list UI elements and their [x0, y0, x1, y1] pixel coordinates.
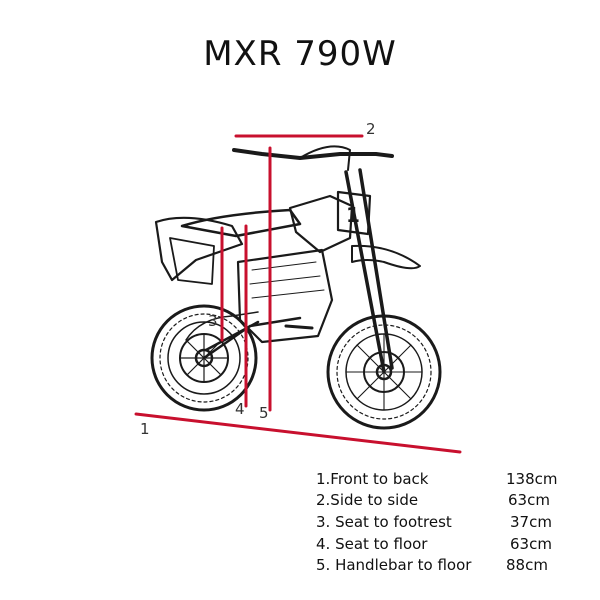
front-number-plate	[336, 190, 372, 236]
spec-row-seat-to-footrest: 3. Seat to footrest 37cm	[316, 513, 576, 535]
handlebars	[232, 148, 394, 160]
footpeg	[284, 324, 314, 330]
spec-row-handlebar-to-floor: 5. Handlebar to floor 88cm	[316, 556, 576, 578]
spec-label: 4. Seat to floor	[316, 535, 428, 553]
spec-row-side-to-side: 2.Side to side 63cm	[316, 491, 576, 513]
front-fender	[351, 244, 421, 270]
front-forks	[344, 168, 394, 374]
spec-row-front-to-back: 1.Front to back 138cm	[316, 470, 576, 492]
spec-label: 3. Seat to footrest	[316, 513, 452, 531]
spec-label: 1.Front to back	[316, 470, 429, 488]
spec-value: 63cm	[510, 535, 552, 553]
fuel-tank-shroud	[288, 194, 354, 254]
spec-label: 2.Side to side	[316, 491, 419, 509]
swingarm	[202, 316, 302, 360]
battery-box	[236, 248, 334, 344]
marker-2: 2	[366, 120, 376, 138]
seat	[180, 208, 302, 238]
marker-5: 5	[259, 404, 269, 422]
spec-value: 63cm	[508, 491, 550, 509]
marker-4: 4	[235, 400, 245, 418]
spec-value: 88cm	[506, 556, 548, 574]
measurement-lines	[134, 134, 462, 454]
marker-1: 1	[140, 420, 150, 438]
product-title: MXR 790W	[203, 34, 397, 74]
chain-guard	[185, 311, 259, 341]
measure-line-front-to-back	[134, 412, 462, 454]
side-number-plate	[169, 237, 215, 285]
marker-3: 3	[208, 312, 218, 330]
spec-value: 37cm	[510, 513, 552, 531]
spec-label: 5. Handlebar to floor	[316, 556, 472, 574]
spec-value: 138cm	[506, 470, 558, 488]
rear-fender	[154, 216, 244, 282]
dirt-bike-sketch: 1	[150, 145, 442, 430]
spec-row-seat-to-floor: 4. Seat to floor 63cm	[316, 535, 576, 557]
